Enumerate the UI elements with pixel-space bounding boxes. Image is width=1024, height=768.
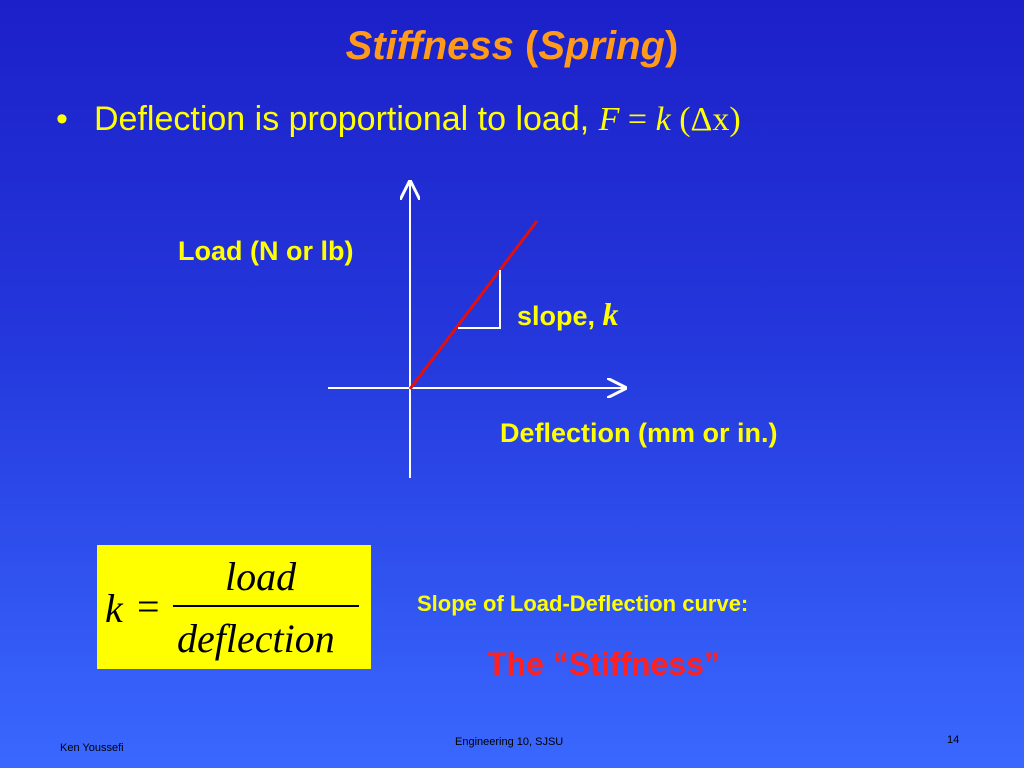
- stiffness-highlight: The “Stiffness”: [487, 646, 720, 682]
- title-paren-close: ): [665, 24, 679, 68]
- formula-denominator: deflection: [177, 616, 335, 661]
- bullet-text: Deflection is proportional to load,: [94, 100, 590, 138]
- slope-text: slope,: [517, 301, 596, 331]
- y-axis-label: Load (N or lb): [178, 236, 354, 266]
- formula-equals-sign: =: [137, 584, 160, 629]
- bullet-point: • Deflection is proportional to load, F =…: [56, 100, 741, 139]
- formula-lhs-k: k: [105, 586, 123, 631]
- slope-symbol: k: [602, 296, 619, 332]
- title-word-stiffness: Stiffness: [345, 24, 514, 68]
- title-paren-open: (: [525, 24, 539, 68]
- bullet-marker: •: [56, 100, 68, 138]
- formula-F: F: [598, 101, 620, 138]
- slope-caption: Slope of Load-Deflection curve:: [417, 591, 749, 616]
- page-number: 14: [947, 734, 960, 746]
- bullet-formula: F = k (Δx): [599, 101, 741, 138]
- formula-equals: =: [627, 101, 648, 138]
- footer-author: Ken Youssefi: [60, 742, 124, 754]
- fraction-bar: [173, 605, 359, 607]
- x-axis-label: Deflection (mm or in.): [500, 418, 778, 448]
- slope-triangle: [458, 270, 501, 329]
- formula-k: k: [655, 101, 671, 138]
- load-deflection-line: [408, 220, 539, 390]
- slide-title: Stiffness (Spring): [0, 24, 1024, 69]
- footer-course: Engineering 10, SJSU: [455, 736, 564, 748]
- formula-delta-x: (Δx): [679, 101, 741, 138]
- slope-label: slope, k: [517, 296, 619, 333]
- title-word-spring: Spring: [538, 24, 665, 68]
- stiffness-formula-box: k = load deflection: [97, 545, 371, 669]
- formula-numerator: load: [225, 554, 297, 599]
